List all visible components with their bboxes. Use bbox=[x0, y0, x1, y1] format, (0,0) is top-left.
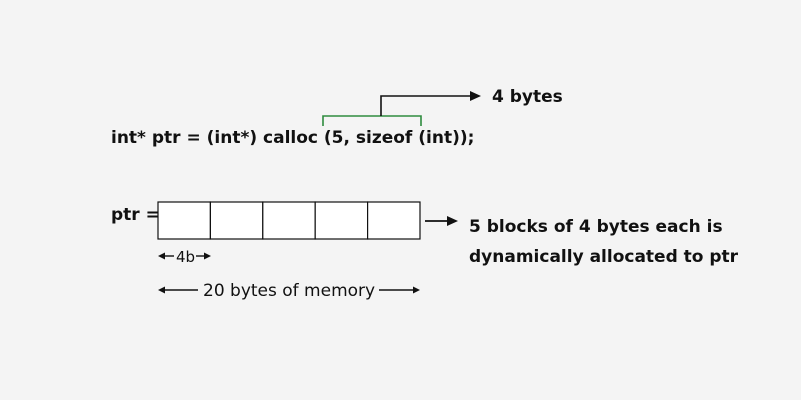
memory-block bbox=[367, 201, 421, 240]
bracket-connector-line bbox=[380, 95, 470, 116]
calloc-code-line: int* ptr = (int*) calloc (5, sizeof (int… bbox=[111, 128, 475, 148]
memory-block bbox=[262, 201, 316, 240]
ptr-label: ptr = bbox=[111, 205, 160, 225]
memory-block bbox=[314, 201, 369, 240]
total-size-label: 20 bytes of memory bbox=[203, 281, 376, 301]
memory-block bbox=[157, 201, 212, 240]
description-line-2: dynamically allocated to ptr bbox=[469, 247, 739, 267]
bracket-arrowhead bbox=[470, 91, 481, 101]
memory-block bbox=[209, 201, 264, 240]
allocation-description: 5 blocks of 4 bytes each is dynamically … bbox=[469, 212, 738, 272]
description-line-1: 5 blocks of 4 bytes each is bbox=[469, 217, 723, 237]
description-arrowhead bbox=[447, 216, 458, 226]
total-size-arrowhead-left bbox=[158, 286, 165, 294]
block-size-label: 4b bbox=[176, 248, 196, 266]
memory-blocks bbox=[157, 201, 421, 240]
bracket-label: 4 bytes bbox=[492, 87, 563, 107]
sizeof-bracket bbox=[322, 115, 422, 126]
total-size-arrowhead-right bbox=[413, 286, 420, 294]
block-size-arrowhead-left bbox=[158, 252, 165, 260]
block-size-arrowhead-right bbox=[204, 252, 211, 260]
